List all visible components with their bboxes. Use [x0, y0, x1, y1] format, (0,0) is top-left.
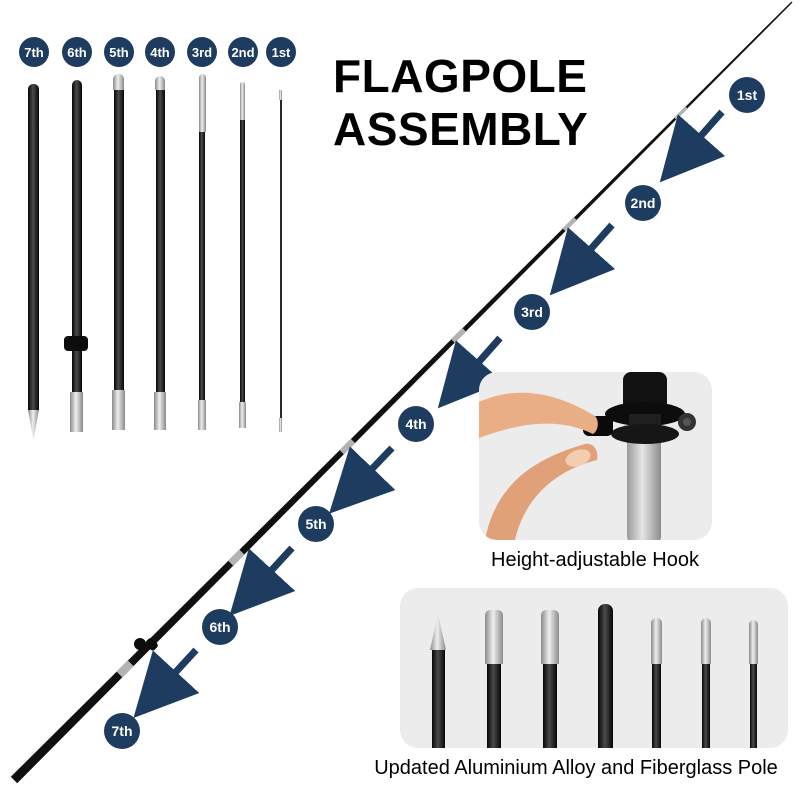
ferrule-top [700, 618, 711, 664]
ferrule-top [484, 610, 503, 664]
tip-shaft [652, 664, 661, 748]
ferrule-top [541, 610, 559, 664]
thumb [485, 443, 598, 540]
pole-joint [451, 327, 467, 343]
tip-ferrule-small [749, 620, 758, 748]
pole-joint [562, 217, 577, 232]
pole-joint [228, 549, 245, 566]
spike-cone [430, 614, 446, 650]
pole-segment-2nd [239, 82, 246, 428]
tip-shaft [543, 664, 557, 748]
assembly-badge-1st: 1st [729, 77, 765, 113]
assembly-arrow [549, 222, 616, 296]
hook-clamp-on-pole [134, 638, 146, 650]
pole-shaft [240, 120, 245, 402]
pole-shaft [113, 90, 124, 390]
hook-arm [623, 372, 667, 412]
ferrule-top [155, 76, 165, 90]
pole-tips-row [400, 588, 788, 748]
part-badge-1st: 1st [266, 37, 296, 67]
pole-joint [674, 106, 688, 120]
tip-shaft [431, 650, 445, 748]
tip-shaft [750, 664, 757, 748]
pole-tips-inset [400, 588, 788, 748]
pole-shaft [155, 90, 165, 392]
pole-segment-6th [63, 80, 88, 432]
ferrule-top [749, 620, 758, 664]
part-badge-5th: 5th [104, 37, 134, 67]
part-badge-3rd: 3rd [187, 37, 217, 67]
assembly-badge-4th: 4th [398, 406, 434, 442]
tip-shaft [486, 664, 501, 748]
ferrule-top [279, 90, 282, 100]
tip-spike [430, 614, 446, 748]
pole-joint [339, 438, 356, 455]
hook-clamp [63, 336, 88, 351]
hook-photo-illustration [479, 372, 696, 540]
pole-shaft [63, 80, 88, 392]
pole-segment-1st [279, 90, 282, 432]
pole-segment-5th [112, 74, 125, 430]
tip-shaft [597, 604, 613, 748]
ferrule-top [240, 82, 245, 120]
ferrule [112, 390, 125, 430]
assembly-badge-3rd: 3rd [514, 294, 550, 330]
part-badge-6th: 6th [62, 37, 92, 67]
pole-segment-4th [154, 76, 166, 430]
ferrule-top [651, 618, 662, 664]
assembly-badge-5th: 5th [298, 506, 334, 542]
thumbnail [565, 449, 591, 467]
ferrule [239, 402, 246, 428]
tip-ferrule-large [484, 610, 503, 748]
pole-segment-3rd [198, 74, 206, 430]
pole-shaft [28, 84, 39, 410]
assembly-arrow [659, 109, 726, 183]
tip-shaft [701, 664, 710, 748]
pole-shaft [279, 100, 282, 418]
tip-black-pole [597, 604, 613, 748]
pole-shaft [199, 132, 205, 400]
ferrule-top [198, 74, 206, 132]
assembly-arrow [133, 647, 200, 719]
ground-spike-tip [28, 410, 39, 440]
pole-joint [116, 660, 134, 678]
pole-segment-7th [28, 84, 39, 440]
part-badge-2nd: 2nd [228, 37, 258, 67]
pole-in-photo [627, 430, 661, 540]
assembly-arrow [229, 545, 296, 617]
ferrule [279, 418, 282, 432]
assembly-badge-7th: 7th [104, 713, 140, 749]
tip-ferrule-small [651, 618, 662, 748]
assembly-badge-6th: 6th [202, 609, 238, 645]
index-finger [479, 392, 598, 438]
part-badge-4th: 4th [145, 37, 175, 67]
hook-caption: Height-adjustable Hook [491, 549, 699, 571]
ferrule [70, 392, 83, 432]
assembly-badge-2nd: 2nd [625, 185, 661, 221]
page-title: FLAGPOLE ASSEMBLY [333, 50, 589, 156]
part-badge-7th: 7th [19, 37, 49, 67]
hook-bolt-center [683, 418, 691, 426]
ferrule [198, 400, 206, 430]
pole-caption: Updated Aluminium Alloy and Fiberglass P… [374, 757, 778, 779]
ferrule-top [113, 74, 124, 90]
assembly-arrow [329, 445, 396, 514]
hook-disc-lower [611, 424, 679, 444]
tip-ferrule-small [700, 618, 711, 748]
hook-photo-inset [479, 372, 712, 540]
tip-ferrule-large [541, 610, 559, 748]
hook-clamp-arm [145, 638, 158, 651]
ferrule [154, 392, 166, 430]
